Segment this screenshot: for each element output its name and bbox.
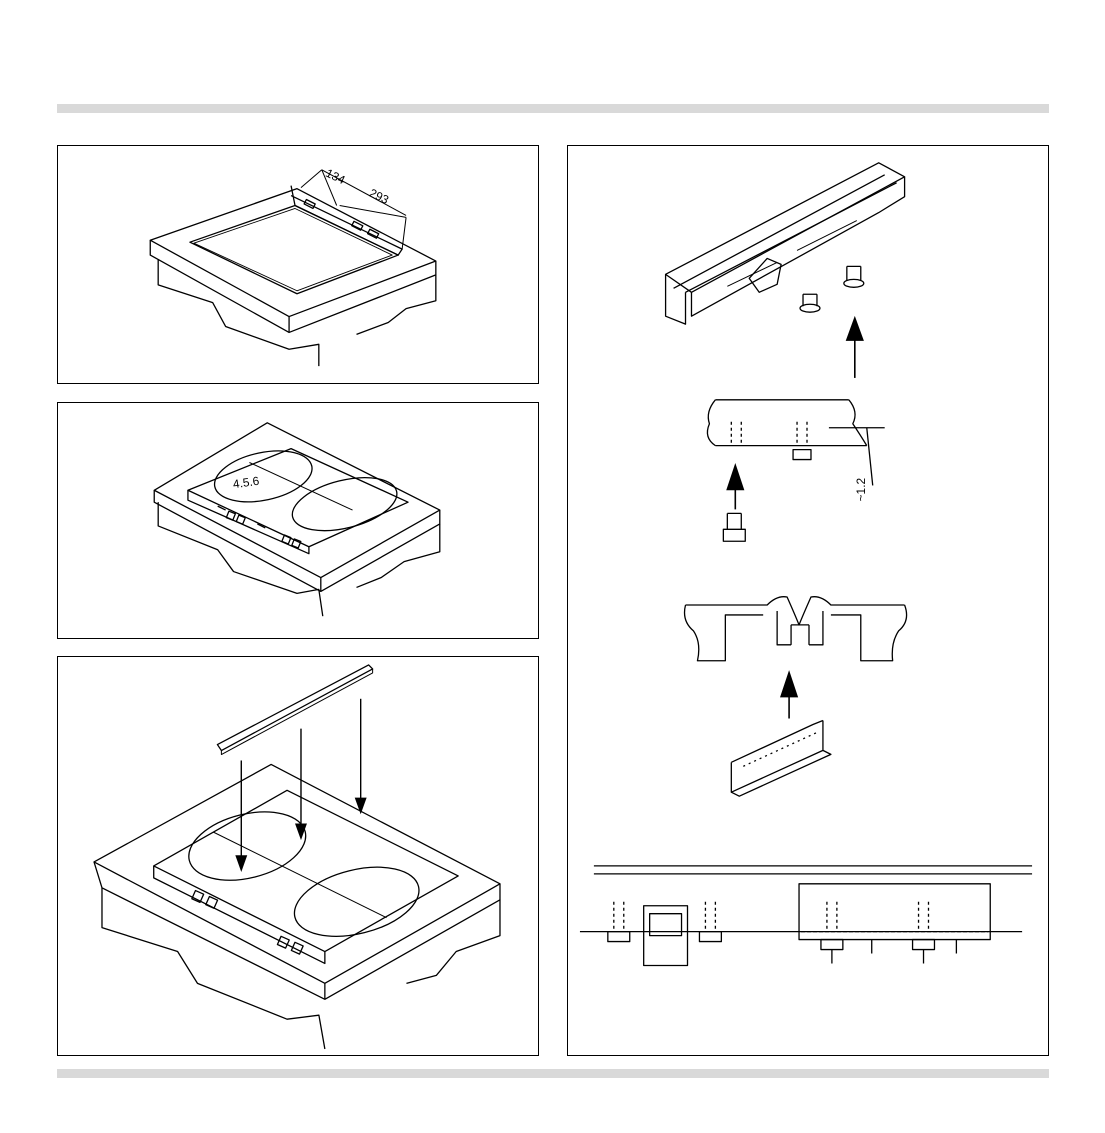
figure-countertop-cutout: 134 293 [57, 145, 539, 384]
figure-modules-installed: 4.5.6 [57, 402, 539, 639]
figure-joining-strip [57, 656, 539, 1056]
cutout-drawing: 134 293 [58, 146, 538, 383]
footer-rule [57, 1069, 1049, 1078]
modules-drawing: 4.5.6 [58, 403, 538, 638]
header-rule [57, 104, 1049, 113]
fixing-details-drawing: ~1.2 [568, 146, 1048, 1055]
joining-strip-drawing [58, 657, 538, 1055]
dimension-293-label: 293 [367, 186, 391, 207]
gap-dimension-label: ~1.2 [854, 477, 868, 501]
dimension-134-label: 134 [323, 166, 347, 187]
figure-fixing-details: ~1.2 [567, 145, 1049, 1056]
zone-label: 4.5.6 [232, 474, 260, 492]
